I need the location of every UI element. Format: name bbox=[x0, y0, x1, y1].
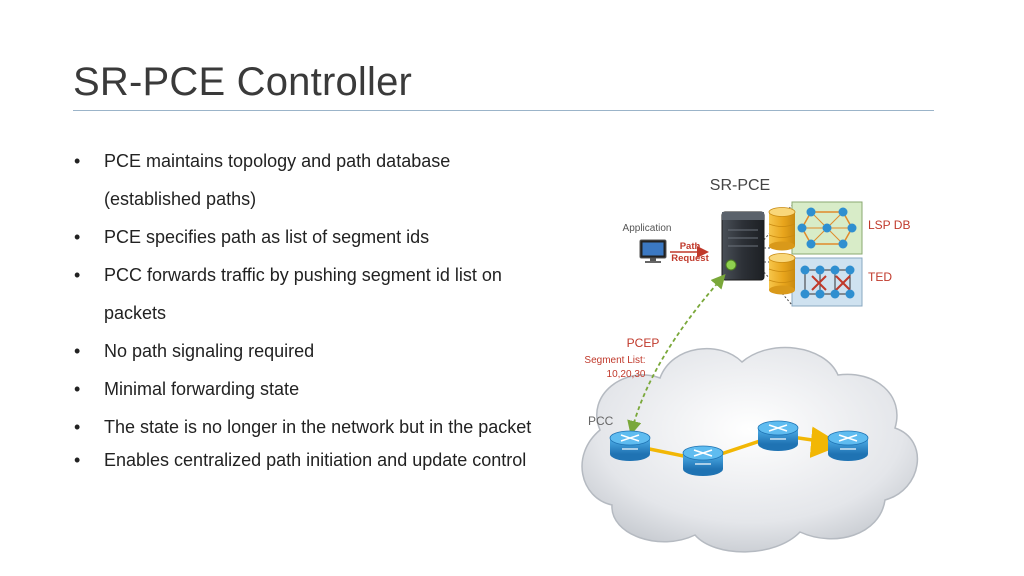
bullet-item: •PCC forwards traffic by pushing segment… bbox=[74, 265, 502, 323]
monitor-icon bbox=[639, 239, 667, 263]
title-divider bbox=[73, 110, 934, 111]
pcep-link bbox=[627, 273, 726, 436]
pcc-label: PCC bbox=[588, 414, 614, 428]
database-icon bbox=[768, 253, 796, 295]
bullet-list: •PCE maintains topology and path databas… bbox=[72, 142, 552, 473]
bullet-item: •Enables centralized path initiation and… bbox=[74, 450, 527, 470]
pcep-label: PCEP bbox=[627, 336, 660, 350]
page-title: SR-PCE Controller bbox=[73, 60, 413, 104]
application-label: Application bbox=[623, 223, 672, 234]
bullet-item: •PCE maintains topology and path databas… bbox=[74, 151, 451, 209]
database-icon bbox=[768, 207, 796, 251]
sr-pce-label: SR-PCE bbox=[710, 177, 770, 194]
path-request-label: Path bbox=[680, 241, 701, 252]
lsp-db-panel bbox=[791, 201, 863, 255]
bullet-item: •No path signaling required bbox=[74, 341, 315, 361]
router-icon bbox=[757, 420, 799, 451]
server-icon bbox=[721, 211, 765, 281]
segment-list-value: 10,20,30 bbox=[607, 369, 646, 380]
lsp-db-label: LSP DB bbox=[868, 218, 910, 232]
router-icon bbox=[609, 430, 651, 461]
ted-label: TED bbox=[868, 270, 892, 284]
path-request-label: Request bbox=[671, 253, 709, 264]
ted-panel bbox=[791, 257, 863, 307]
router-icon bbox=[682, 445, 724, 476]
bullet-item: •Minimal forwarding state bbox=[74, 379, 300, 399]
segment-list-label: Segment List: bbox=[584, 355, 645, 366]
bullet-item: •PCE specifies path as list of segment i… bbox=[74, 227, 430, 247]
router-icon bbox=[827, 430, 869, 461]
bullet-item: •The state is no longer in the network b… bbox=[74, 417, 532, 437]
